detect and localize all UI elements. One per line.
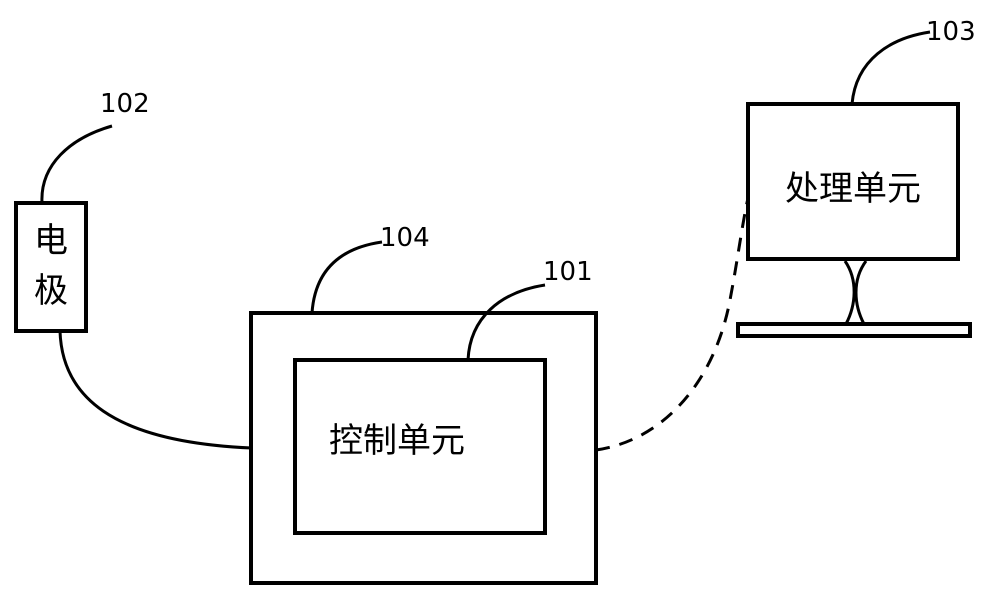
leader-104 xyxy=(312,242,382,313)
processing-unit-label: 处理单元 xyxy=(785,169,921,209)
monitor-neck xyxy=(845,261,866,324)
monitor-base xyxy=(738,324,970,336)
wireless-link xyxy=(596,198,748,450)
ref-103: 103 xyxy=(926,17,976,47)
ref-104: 104 xyxy=(380,223,430,253)
leader-103 xyxy=(852,32,930,104)
electrode-cable xyxy=(60,331,252,448)
leader-102 xyxy=(42,126,112,203)
ref-101: 101 xyxy=(543,257,593,287)
control-unit-label: 控制单元 xyxy=(329,421,465,461)
electrode-label-line2: 极 xyxy=(34,271,68,311)
ref-102: 102 xyxy=(100,89,150,119)
electrode-label-line1: 电 xyxy=(34,221,68,261)
